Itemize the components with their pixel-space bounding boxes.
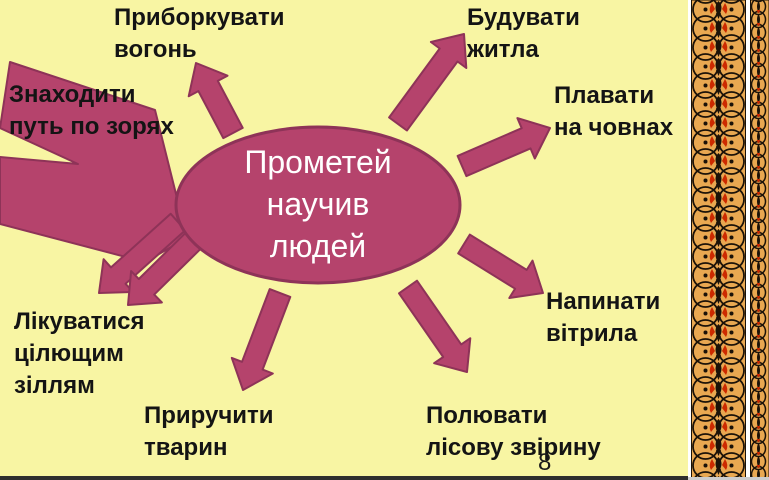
label-tame-fire: Приборкувати вогонь [114,4,285,63]
center-ellipse [174,125,462,285]
label-set-sails: Напинати вітрила [546,288,661,347]
ornament-strip-wide [691,0,746,480]
label-heal-with-herbs: Лікуватися цілющим зіллям [14,308,145,399]
center-line-1: Прометей [244,144,392,180]
center-line-2: научив [266,186,370,222]
label-hunt-animals: Полювати лісову звірину [426,402,601,461]
center-ellipse-label: Прометей научив людей [176,141,460,271]
arrow-sails [457,233,544,299]
ornament-bottom-edge [688,477,769,480]
label-navigate-by-stars: Знаходити путь по зорях [9,81,174,140]
arrow-build [388,33,468,132]
bottom-edge-bar [0,476,769,480]
arrow-hunt [398,279,472,373]
big-arrow-stars [0,61,188,263]
arrow-fire [187,62,244,140]
label-tame-animals: Приручити тварин [144,402,274,461]
ornament-strip-narrow [750,0,769,480]
arrow-boats [456,117,551,178]
label-sail-boats: Плавати на човнах [554,82,674,141]
arrow-tame [230,288,292,391]
arrow-heal-inner [127,229,205,306]
ornament-border [688,0,769,480]
arrow-heal-outer [98,212,187,294]
label-build-dwellings: Будувати житла [467,4,580,63]
center-line-3: людей [269,228,367,264]
page-number: 8 [538,449,552,476]
